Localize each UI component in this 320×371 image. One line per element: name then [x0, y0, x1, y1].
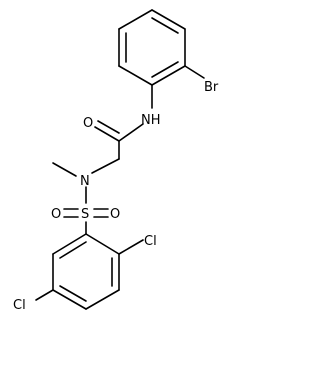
carbonyl-oxygen-label: O: [83, 116, 93, 131]
bond: [118, 123, 144, 142]
bromine-label: Br: [204, 80, 219, 95]
bond: [118, 65, 153, 86]
bond: [151, 65, 186, 86]
chlorine-bottom-label: Cl: [13, 298, 26, 313]
bond: [59, 241, 87, 259]
amide-nh-label: NH: [141, 113, 161, 128]
sulfonyl-oxygen-right-label: O: [110, 207, 120, 222]
bond: [91, 158, 120, 174]
bond: [184, 65, 205, 79]
bond: [35, 289, 54, 301]
bond: [52, 233, 87, 255]
bond: [52, 162, 77, 177]
bond: [118, 9, 153, 30]
bond: [85, 233, 120, 255]
bonds: [35, 9, 205, 310]
bond: [151, 61, 179, 78]
chlorine-top-label: Cl: [144, 234, 157, 249]
molecule-structure: Br NH O N S O O Cl Cl: [13, 9, 219, 313]
sulfonyl-oxygen-left-label: O: [51, 207, 61, 222]
bond: [151, 17, 179, 34]
sulfonamide-nitrogen-label: N: [80, 174, 90, 189]
bond: [59, 285, 87, 302]
bond: [97, 120, 120, 134]
bond: [151, 9, 186, 30]
sulfur-label: S: [81, 207, 89, 222]
bond: [52, 289, 87, 310]
bond: [94, 126, 120, 142]
bond: [85, 289, 120, 310]
atom-labels: Br NH O N S O O Cl Cl: [13, 80, 219, 313]
bond: [118, 239, 144, 255]
